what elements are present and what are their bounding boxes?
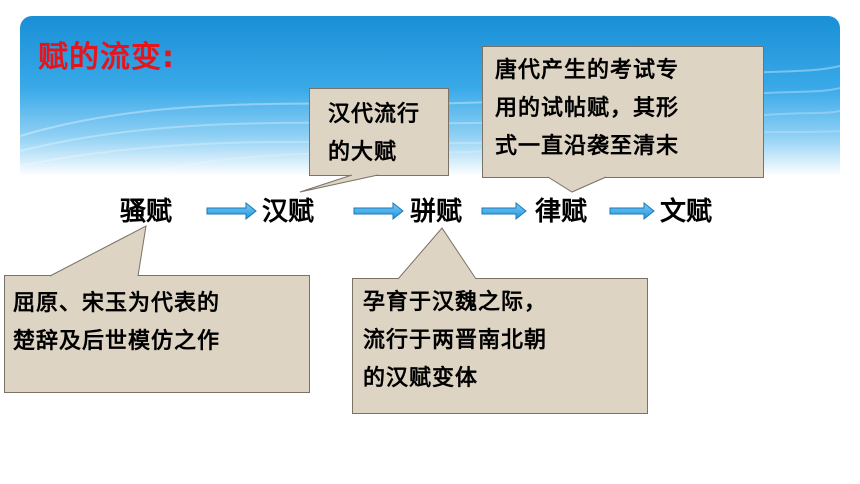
stage-wen-fu: 文赋: [660, 197, 713, 227]
stage-han-fu: 汉赋: [262, 197, 315, 227]
callout-line: 的汉赋变体: [363, 365, 479, 391]
callout-pian-fu: 孕育于汉魏之际， 流行于两晋南北朝 的汉赋变体: [352, 278, 648, 414]
arrow-right-icon: [609, 201, 655, 221]
stage-lv-fu: 律赋: [535, 197, 588, 227]
stage-pian-fu: 骈赋: [410, 197, 463, 227]
callout-line: 式一直沿袭至清末: [495, 133, 680, 159]
arrow-right-icon: [481, 201, 527, 221]
callout-han-fu: 汉代流行 的大赋: [309, 88, 449, 176]
callout-line: 孕育于汉魏之际，: [363, 289, 548, 315]
callout-line: 汉代流行: [328, 101, 421, 127]
page-title: 赋的流变:: [38, 40, 175, 75]
callout-line: 用的试帖赋，其形: [495, 95, 680, 121]
callout-line: 的大赋: [328, 139, 398, 165]
callout-sao-fu: 屈原、宋玉为代表的 楚辞及后世模仿之作: [4, 275, 310, 393]
stage-sao-fu: 骚赋: [120, 197, 173, 227]
callout-lv-fu: 唐代产生的考试专 用的试帖赋，其形 式一直沿袭至清末: [482, 46, 764, 178]
callout-line: 楚辞及后世模仿之作: [13, 328, 221, 354]
arrow-right-icon: [353, 201, 404, 221]
callout-line: 唐代产生的考试专: [495, 57, 680, 83]
callout-line: 流行于两晋南北朝: [363, 327, 548, 353]
arrow-right-icon: [206, 201, 257, 221]
callout-line: 屈原、宋玉为代表的: [13, 290, 221, 316]
